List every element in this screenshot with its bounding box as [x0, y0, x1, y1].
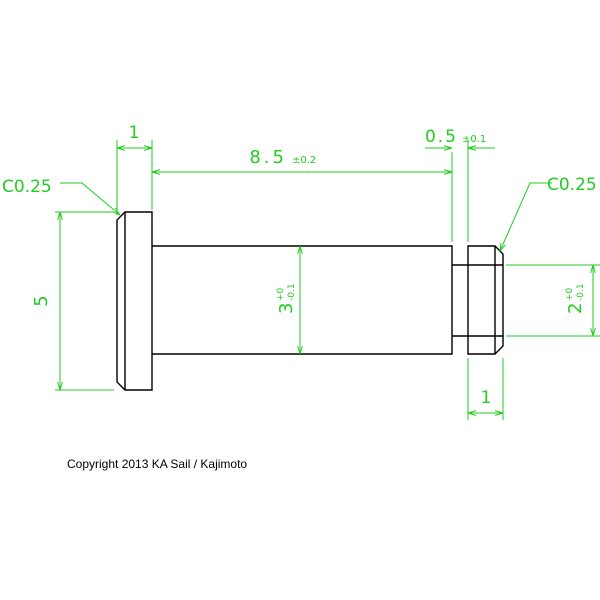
shaft-diameter-label: 3 — [276, 303, 297, 314]
head-flange — [116, 211, 153, 391]
shaft-length-tolerance: ±0.2 — [292, 155, 316, 166]
dimension-labels: 1 8.5 ±0.2 0.5 ±0.1 C0.25 C0.25 5 3 +0 -… — [2, 123, 597, 408]
head-width-label: 1 — [129, 123, 140, 143]
tip-diameter-tol-upper: +0 — [565, 287, 575, 301]
shaft-body — [152, 245, 453, 355]
tip-diameter-label: 2 — [565, 303, 586, 314]
pin-outline — [116, 211, 504, 391]
chamfer-right-label: C0.25 — [547, 175, 597, 195]
shaft-diameter-tol-lower: -0.1 — [287, 283, 297, 301]
head-diameter-label: 5 — [31, 295, 52, 306]
chamfer-left-leader — [60, 182, 120, 215]
shaft-diameter-group: 3 +0 -0.1 — [276, 283, 297, 314]
groove-width-tolerance: ±0.1 — [462, 134, 486, 145]
shaft-diameter-tol-upper: +0 — [276, 287, 286, 301]
tip-diameter-group: 2 +0 -0.1 — [565, 283, 586, 314]
tip-diameter-tol-lower: -0.1 — [576, 283, 586, 301]
dimension-lines — [55, 140, 600, 420]
collar-width-label: 1 — [481, 388, 492, 408]
copyright-notice: Copyright 2013 KA Sail / Kajimoto — [67, 457, 248, 471]
groove — [452, 264, 468, 337]
shaft-length-label: 8.5 — [249, 147, 287, 168]
groove-width-label: 0.5 — [425, 127, 458, 147]
chamfer-left-label: C0.25 — [2, 177, 52, 197]
chamfer-right-leader — [500, 182, 552, 251]
tip-collar — [467, 245, 504, 355]
